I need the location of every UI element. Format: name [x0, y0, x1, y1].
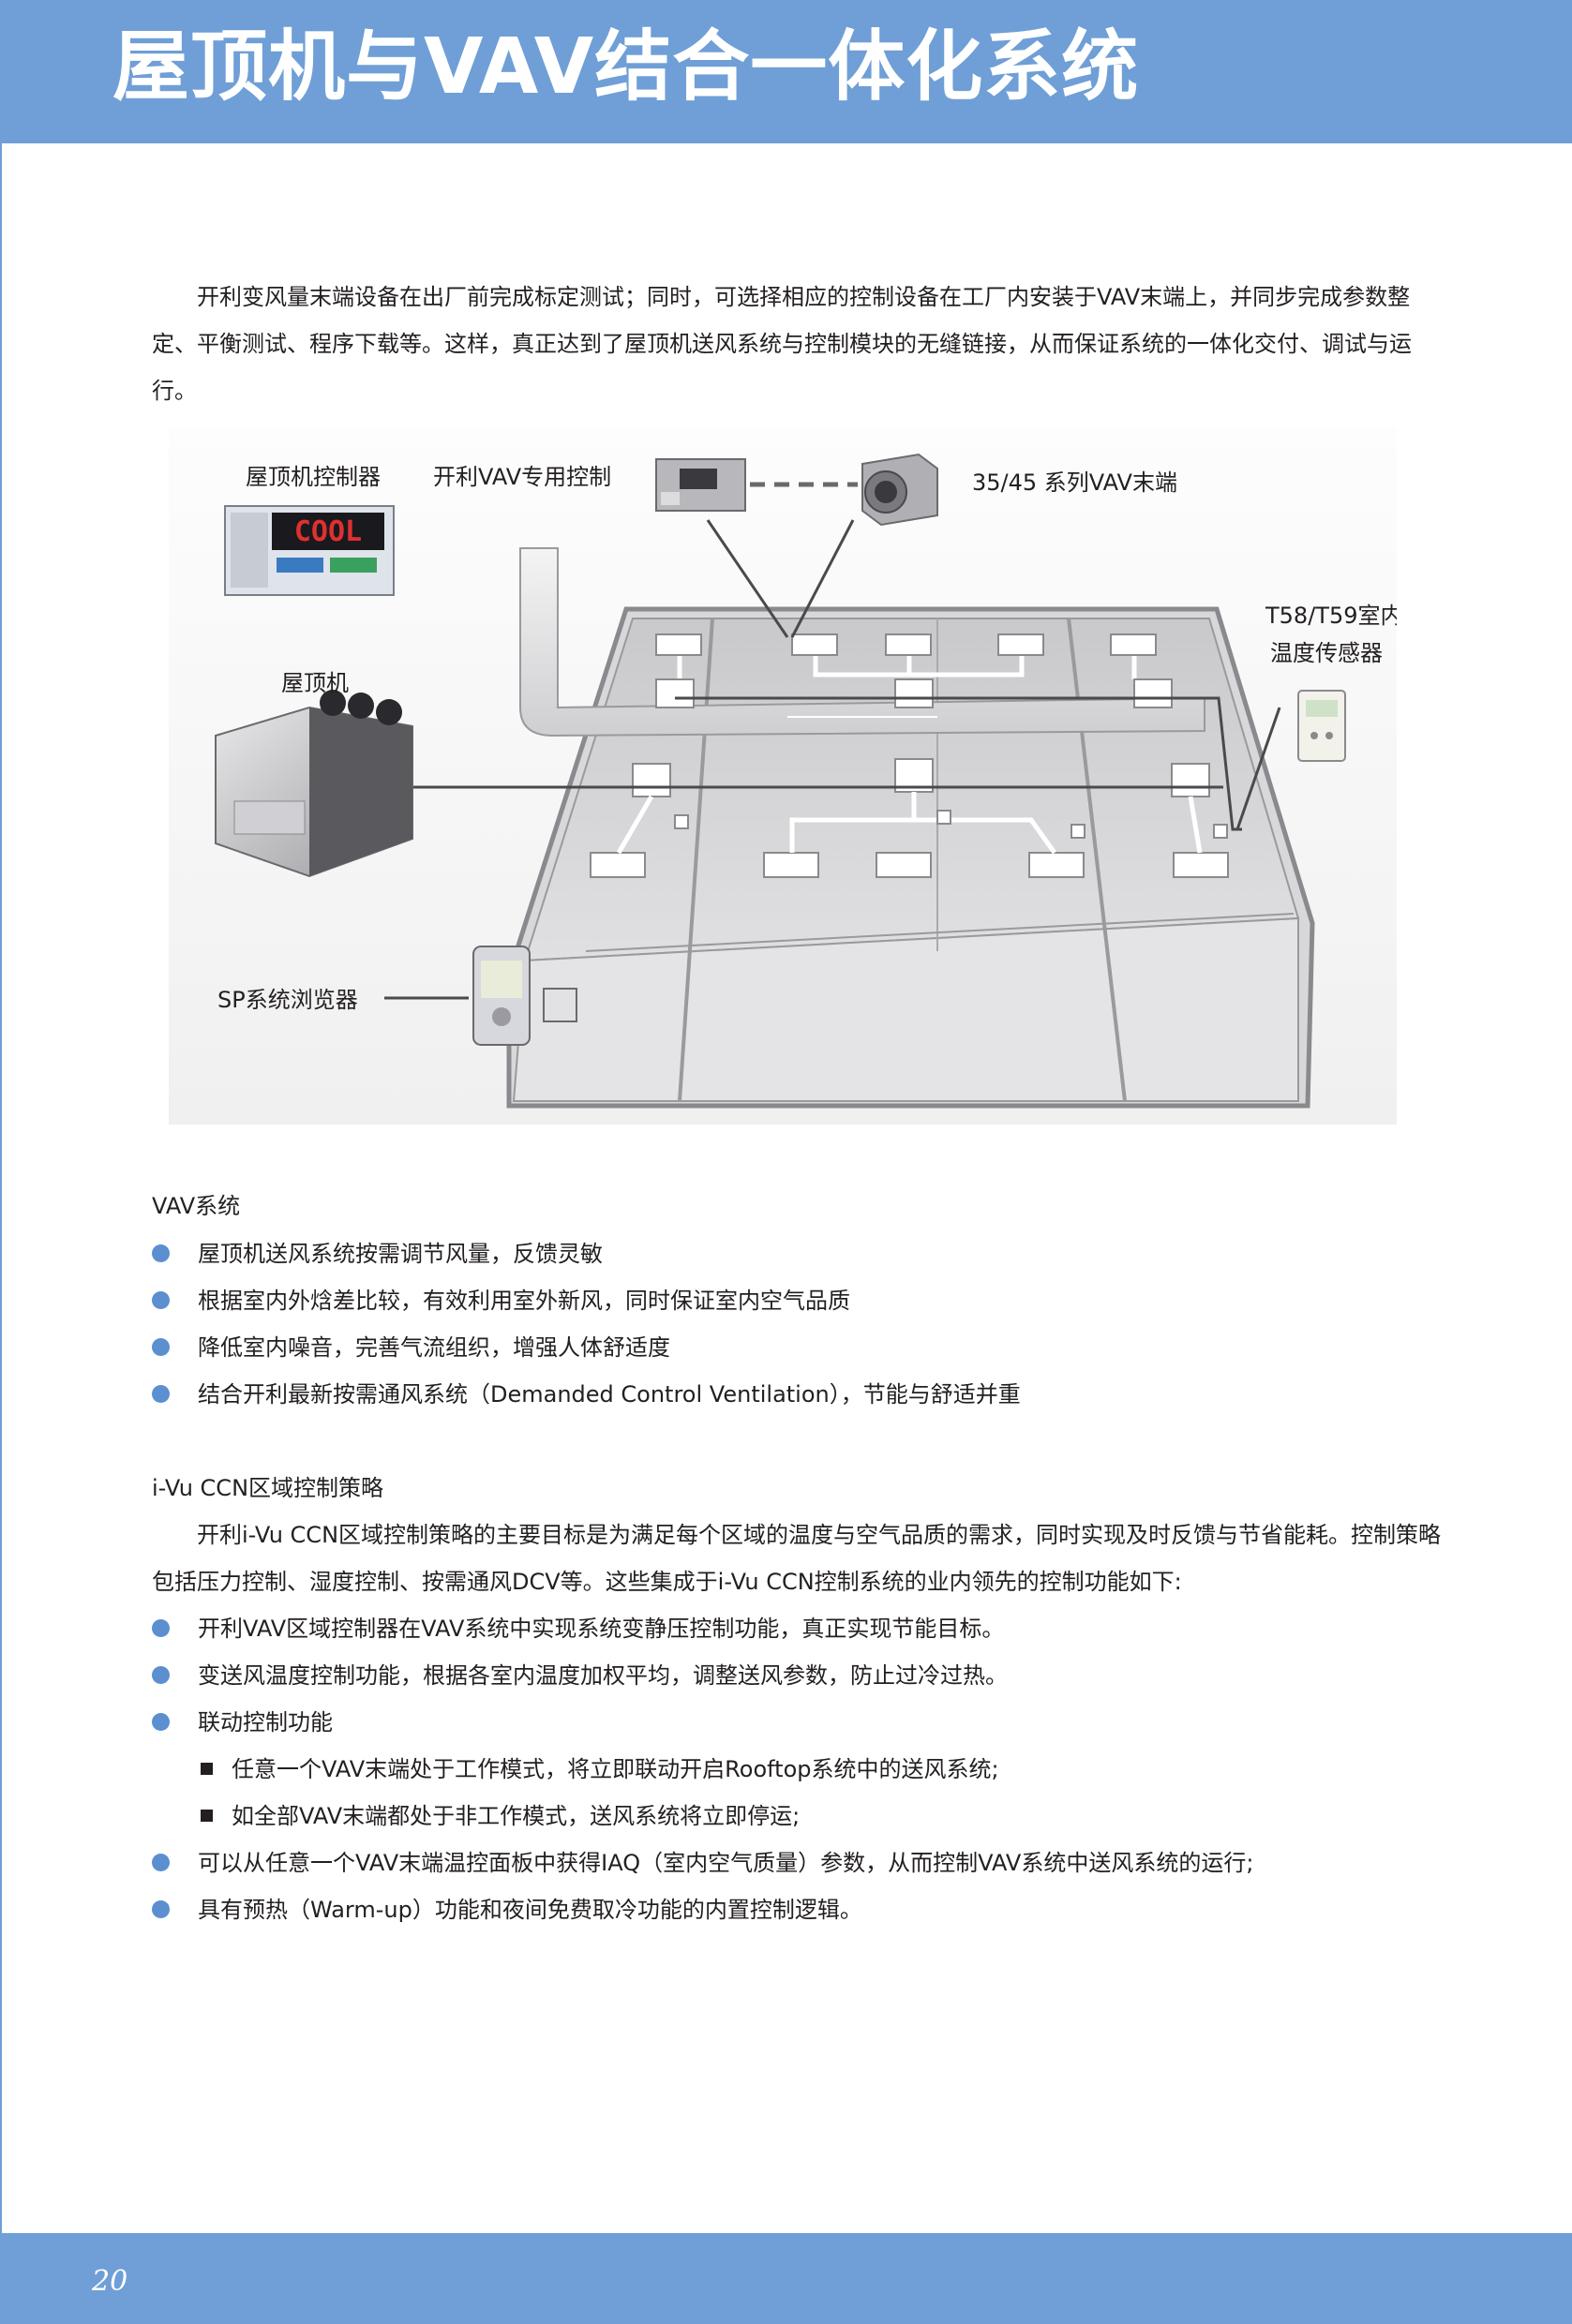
bullet-dot [152, 1712, 170, 1731]
supply-duct [519, 547, 1205, 737]
label-sp-browser: SP系统浏览器 [217, 987, 358, 1013]
vav-bullet: 根据室内外焓差比较，有效利用室外新风，同时保证室内空气品质 [152, 1285, 850, 1317]
label-sensor-line1: T58/T59室内 [1265, 603, 1397, 629]
footer-band [0, 2233, 1572, 2324]
ivu-sub-bullet: 任意一个VAV末端处于工作模式，将立即联动开启Rooftop系统中的送风系统; [201, 1753, 999, 1785]
ivu-sub-bullet: 如全部VAV末端都处于非工作模式，送风系统将立即停运; [201, 1800, 800, 1832]
rooftop-unit-device [215, 690, 413, 878]
bullet-dot [152, 1853, 170, 1871]
vav-terminal-device [861, 453, 938, 527]
page-number: 20 [92, 2265, 128, 2298]
bullet-dot [152, 1618, 170, 1637]
bullet-dot [152, 1244, 170, 1262]
label-sensor-line2: 温度传感器 [1270, 640, 1383, 666]
label-rooftop-unit: 屋顶机 [281, 670, 349, 696]
bullet-dot [152, 1899, 170, 1918]
control-wiring [314, 519, 1281, 1000]
sp-browser-device [472, 946, 577, 1046]
ivu-bullet: 具有预热（Warm-up）功能和夜间免费取冷功能的内置控制逻辑。 [152, 1894, 862, 1926]
vav-bullet: 降低室内噪音，完善气流组织，增强人体舒适度 [152, 1332, 670, 1363]
page-title: 屋顶机与VAV结合一体化系统 [112, 22, 1140, 112]
vav-controller-device [655, 458, 746, 512]
ivu-bullet: 开利VAV区域控制器在VAV系统中实现系统变静压控制功能，真正实现节能目标。 [152, 1613, 1004, 1645]
vav-bullet: 结合开利最新按需通风系统（Demanded Control Ventilatio… [152, 1378, 1021, 1410]
ivu-bullet: 变送风温度控制功能，根据各室内温度加权平均，调整送风参数，防止过冷过热。 [152, 1660, 1008, 1691]
page-frame-line [0, 143, 2, 2233]
rooftop-controller-device: COOL [224, 505, 395, 596]
label-rooftop-controller: 屋顶机控制器 [246, 464, 381, 490]
intro-paragraph: 开利变风量末端设备在出厂前完成标定测试；同时，可选择相应的控制设备在工厂内安装于… [152, 284, 1412, 404]
ivu-paragraph: 开利i-Vu CCN区域控制策略的主要目标是为满足每个区域的温度与空气品质的需求… [152, 1522, 1442, 1595]
temperature-sensor-device [1297, 690, 1346, 762]
bullet-dot [152, 1290, 170, 1309]
bullet-dot [152, 1384, 170, 1403]
bullet-dot [152, 1337, 170, 1356]
air-diffusers [590, 633, 1229, 878]
ivu-bullet: 可以从任意一个VAV末端温控面板中获得IAQ（室内空气质量）参数，从而控制VAV… [152, 1847, 1253, 1879]
system-diagram: COOL 屋顶机控制器 开利VAV专用控制 [169, 426, 1397, 1125]
ivu-section-heading: i-Vu CCN区域控制策略 [152, 1475, 384, 1501]
square-bullet [201, 1809, 213, 1822]
bullet-dot [152, 1665, 170, 1684]
system-diagram-illustration: COOL 屋顶机控制器 开利VAV专用控制 [169, 426, 1397, 1125]
header-band [0, 0, 1572, 143]
square-bullet [201, 1762, 213, 1775]
controller-display-text: COOL [294, 515, 362, 548]
label-vav-controller: 开利VAV专用控制 [433, 464, 611, 490]
label-vav-terminal: 35/45 系列VAV末端 [972, 469, 1177, 496]
ivu-bullet: 联动控制功能 [152, 1706, 333, 1738]
vav-section-heading: VAV系统 [152, 1193, 241, 1219]
vav-bullet: 屋顶机送风系统按需调节风量，反馈灵敏 [152, 1238, 603, 1270]
